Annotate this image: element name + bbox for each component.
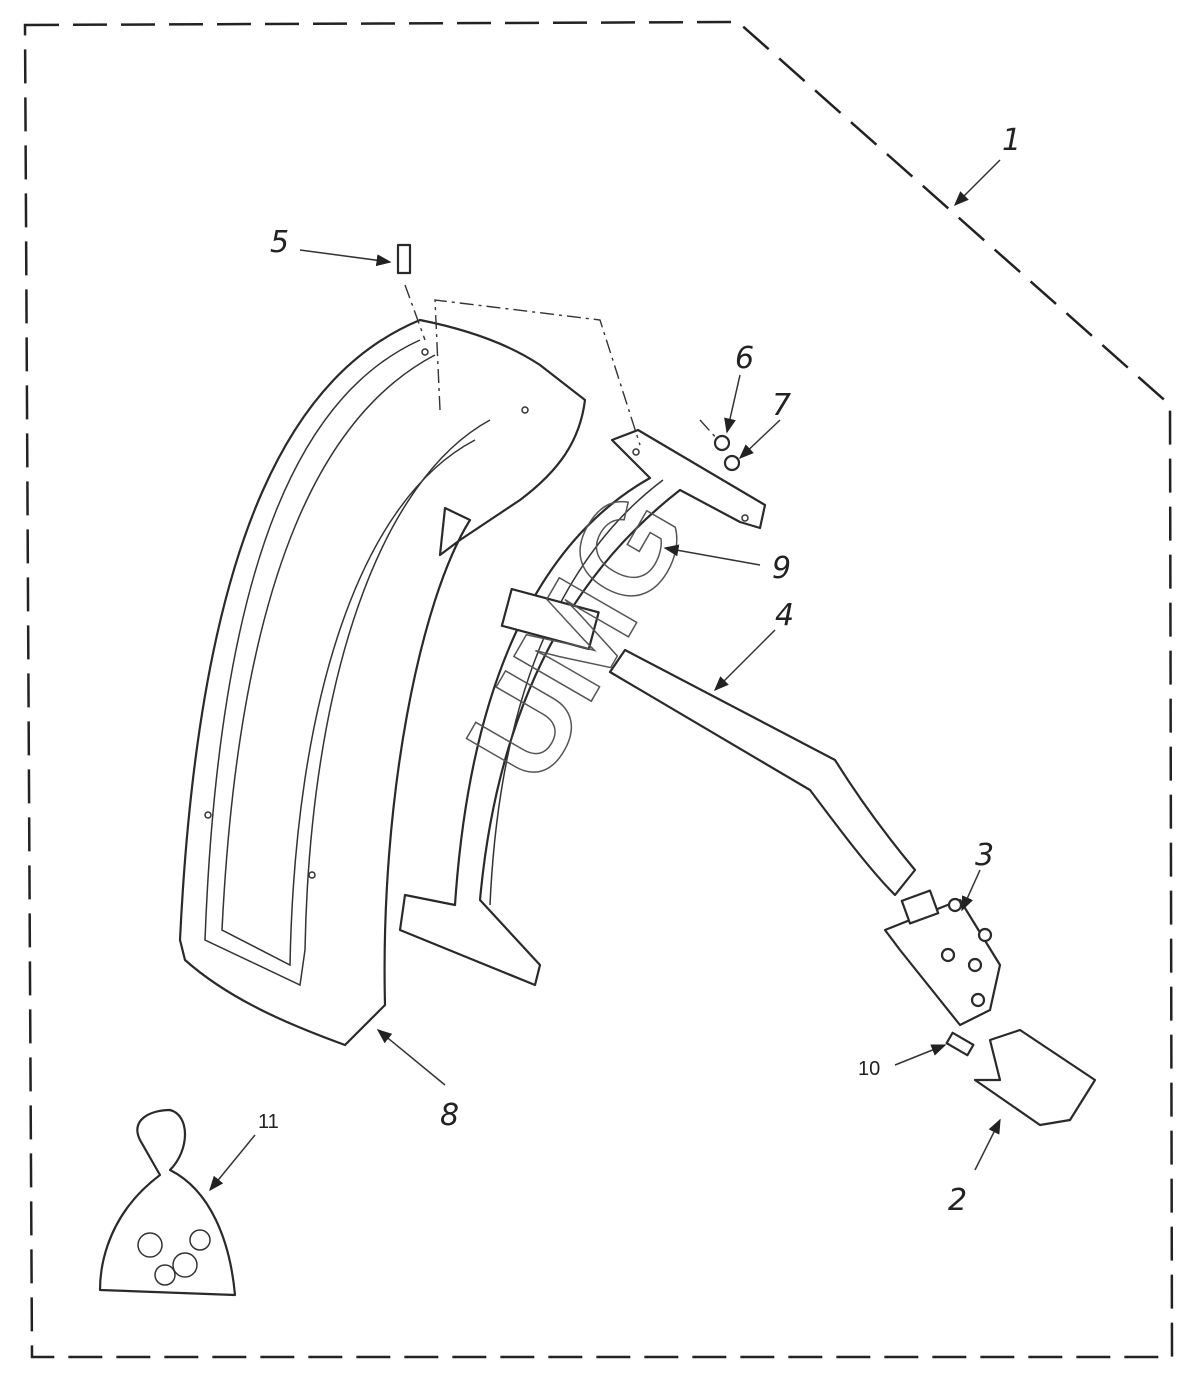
bar-part-4	[608, 648, 917, 897]
washer-part-6	[713, 434, 731, 452]
assembly-lines	[404, 284, 719, 446]
callout-6: 6	[735, 341, 754, 376]
nut-part-7	[723, 454, 741, 472]
stay-part-9	[398, 428, 767, 987]
callout-1: 1	[1002, 123, 1021, 158]
callout-3: 3	[975, 838, 994, 873]
callout-9: 9	[772, 551, 791, 586]
callout-2: 2	[948, 1183, 967, 1218]
kit-boundary	[23, 20, 1174, 1359]
callout-11: 11	[258, 1111, 279, 1133]
callout-10: 10	[858, 1058, 880, 1080]
bracket-part-2	[973, 1028, 1097, 1127]
bolt-part-5	[396, 243, 412, 275]
callout-7: 7	[772, 388, 791, 423]
fixing-bag-part-11	[98, 1108, 237, 1297]
callout-8: 8	[440, 1098, 459, 1133]
leader-lines	[209, 159, 1001, 1192]
mudguard-part-8	[178, 318, 587, 1047]
clamp-part-3	[883, 889, 1002, 1027]
callout-4: 4	[775, 598, 794, 633]
callout-5: 5	[270, 225, 289, 260]
bolt-part-10	[945, 1031, 975, 1057]
